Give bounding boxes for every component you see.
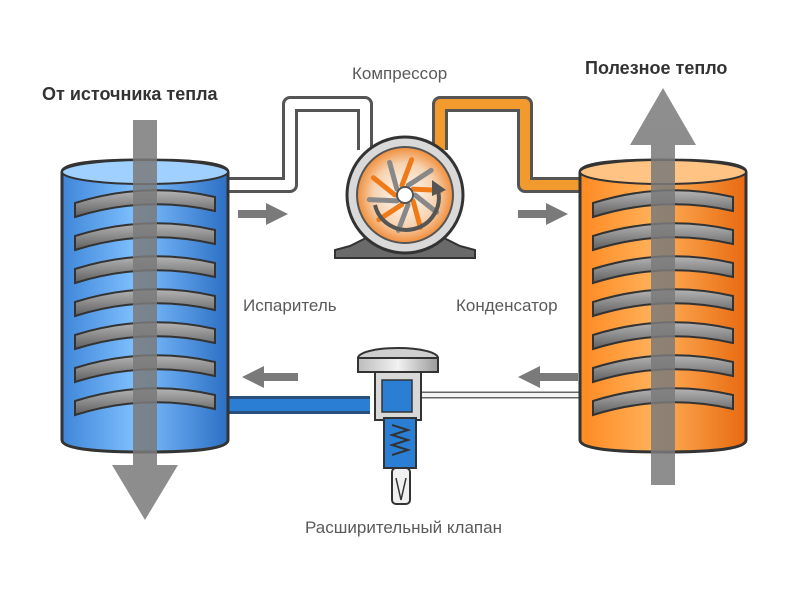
impeller-blade (405, 167, 434, 188)
useful-heat-label: Полезное тепло (585, 58, 728, 78)
heat-source-arrow (112, 120, 178, 520)
impeller-blade (395, 202, 411, 233)
impeller-blade (366, 197, 400, 204)
evaporator-label: Испаритель (243, 296, 337, 315)
impeller-blade (412, 192, 440, 215)
heat-source-label: От источника тепла (42, 84, 218, 104)
impeller-blade (399, 157, 415, 188)
impeller-blade (387, 159, 400, 192)
impeller-blade (410, 198, 423, 231)
flow-arrow-to-evaporator (242, 366, 298, 388)
impeller-blade (370, 175, 398, 198)
heat-flow-arrows (112, 88, 696, 520)
pipes (228, 96, 588, 414)
pipe-discharge (432, 96, 588, 193)
useful-heat-arrow (630, 88, 696, 485)
flow-arrow-to-compressor (238, 203, 288, 225)
condenser-label: Конденсатор (456, 296, 558, 315)
flow-arrows (238, 203, 578, 388)
impeller-hub (396, 186, 414, 204)
pipe-suction (228, 96, 373, 193)
flow-arrow-from-condenser (518, 366, 578, 388)
compressor (334, 135, 476, 259)
expansion-valve (357, 347, 439, 505)
flow-arrow-to-condenser (518, 203, 568, 225)
compressor-label: Компрессор (352, 64, 448, 83)
expansion-valve-label: Расширительный клапан (305, 518, 502, 537)
